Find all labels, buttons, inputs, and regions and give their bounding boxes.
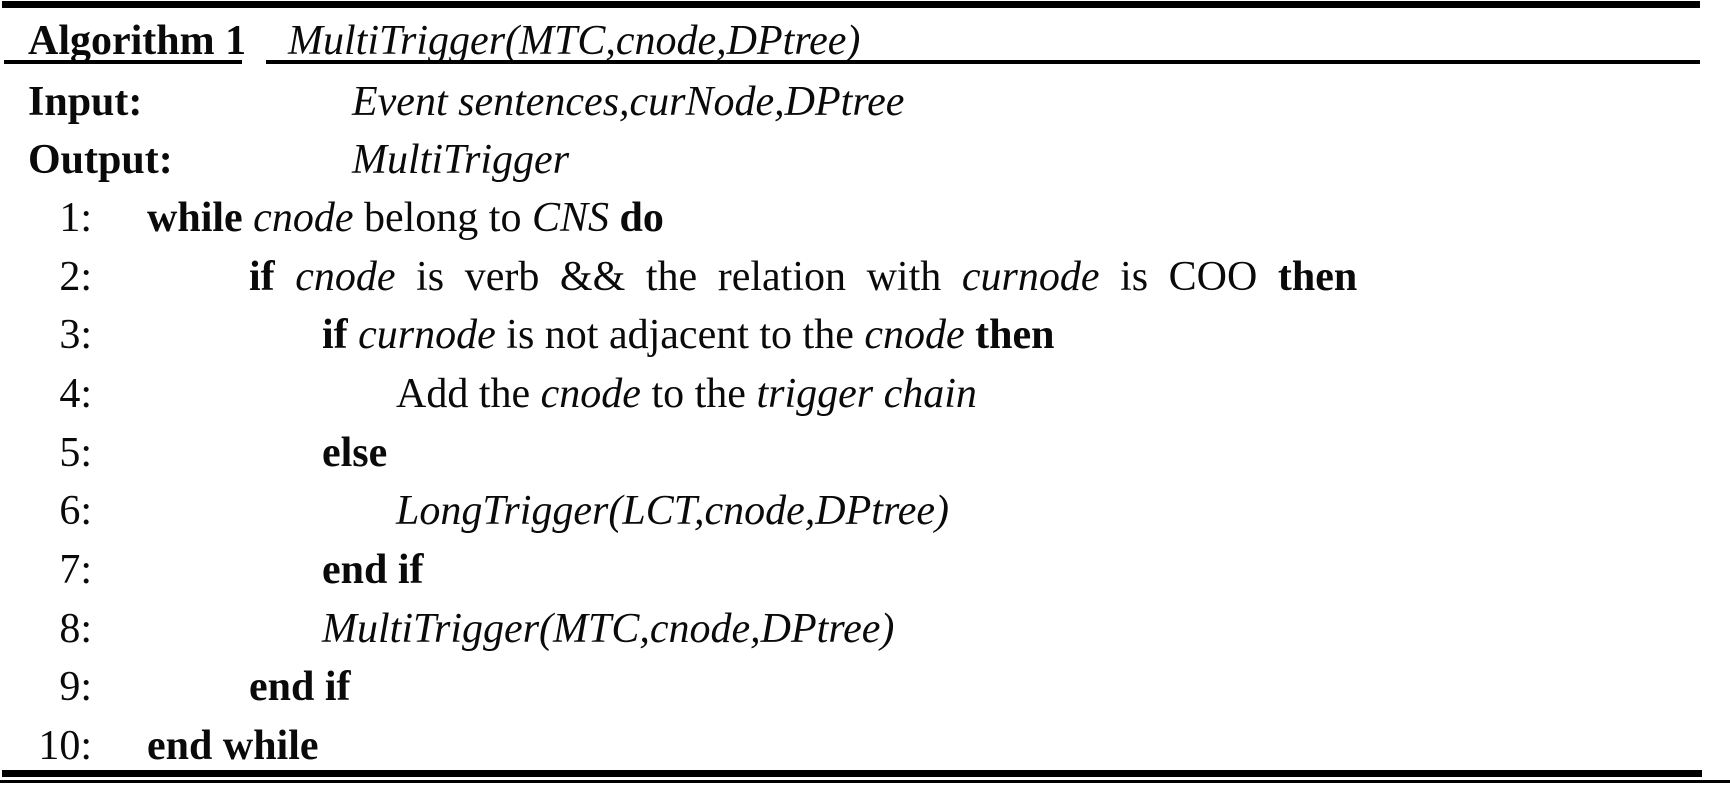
code-line-10: 10: end while [0,722,1730,774]
header-rule-right [266,60,1700,64]
line-number: 9: [59,664,92,711]
output-label: Output: [28,137,173,183]
input-value: Event sentences,curNode,DPtree [352,79,905,125]
line-number: 6: [59,488,92,535]
line-content: while cnode belong to CNS do [147,195,664,241]
bottom-rule [2,770,1702,777]
line-content: Add the cnode to the trigger chain [396,371,977,417]
line-content: LongTrigger(LCT,cnode,DPtree) [396,488,949,535]
code-line-3: 3: if curnode is not adjacent to the cnod… [0,311,1730,363]
line-content: else [322,429,388,476]
code-line-2: 2: if cnode is verb && the relation with … [0,253,1730,305]
code-line-6: 6: LongTrigger(LCT,cnode,DPtree) [0,487,1730,539]
algorithm-title: MultiTrigger(MTC,cnode,DPtree) [288,18,861,64]
line-number: 10: [38,723,92,770]
line-number: 5: [59,429,92,476]
line-content: end if [249,664,351,711]
code-line-4: 4: Add the cnode to the trigger chain [0,370,1730,422]
line-content: MultiTrigger(MTC,cnode,DPtree) [322,605,895,652]
line-content: if cnode is verb && the relation with cu… [249,253,1358,300]
line-number: 7: [59,547,92,594]
code-line-7: 7: end if [0,546,1730,598]
algorithm-label: Algorithm 1 [28,18,247,64]
line-number: 3: [59,312,92,359]
code-line-5: 5: else [0,429,1730,481]
algorithm-header: Algorithm 1 MultiTrigger(MTC,cnode,DPtre… [0,17,1730,69]
line-number: 2: [59,253,92,300]
code-line-9: 9: end if [0,663,1730,715]
line-number: 1: [59,195,92,241]
header-rule-left [4,60,242,64]
line-number: 4: [59,371,92,417]
output-value: MultiTrigger [352,137,570,183]
code-line-1: 1: while cnode belong to CNS do [0,194,1730,246]
code-line-8: 8: MultiTrigger(MTC,cnode,DPtree) [0,605,1730,657]
bottom-border-line [0,780,1730,783]
line-number: 8: [59,605,92,652]
line-content: end while [147,723,319,770]
line-content: if curnode is not adjacent to the cnode … [322,312,1055,359]
line-content: end if [322,547,424,594]
input-label: Input: [28,79,143,125]
input-row: Input: Event sentences,curNode,DPtree [0,78,1730,130]
top-rule [2,1,1700,8]
output-row: Output: MultiTrigger [0,136,1730,188]
